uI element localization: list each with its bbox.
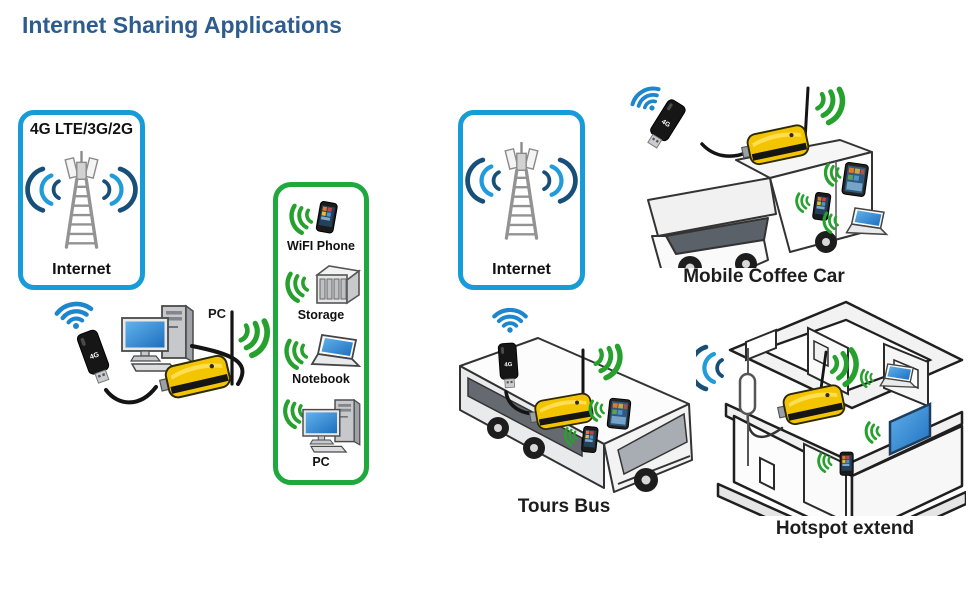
wifi-signal-icon (56, 302, 94, 332)
desktop-pc-icon (279, 396, 361, 453)
wifi-signal-icon (237, 316, 272, 358)
internet-box-4g: 4G LTE/3G/2G Internet (18, 110, 145, 290)
wifi-router-icon (156, 353, 233, 402)
cell-tower-icon (465, 121, 578, 261)
wifi-signal-icon (814, 85, 846, 125)
smartphone-icon (811, 191, 832, 222)
cell-tower-icon (25, 139, 138, 261)
desktop-pc-icon (121, 305, 194, 372)
client-item-pc: PC (279, 396, 363, 469)
internet-label-left: Internet (52, 261, 111, 278)
internet-box-right: Internet (458, 110, 585, 290)
tours-bus-illustration (459, 308, 693, 493)
coffee-car-illustration (627, 82, 888, 268)
network-type-label: 4G LTE/3G/2G (29, 121, 134, 138)
client-devices-box: WiFI Phone Storage Notebook PC (273, 182, 369, 485)
pc-sharing-illustration: PC (40, 296, 275, 405)
smartphone-icon (580, 425, 599, 454)
scene-tours-bus: Tours Bus (446, 308, 708, 520)
tv-icon (888, 402, 932, 456)
client-item-label: Notebook (292, 371, 350, 386)
scene-label: Tours Bus (517, 496, 611, 517)
internet-label-right: Internet (492, 261, 551, 278)
dongle-to-router-cable (104, 385, 158, 405)
client-item-label: WiFI Phone (287, 239, 355, 254)
wifi-router-icon (774, 382, 847, 429)
client-item-wifi-phone: WiFI Phone (279, 198, 363, 253)
client-item-label: PC (312, 454, 330, 469)
usb-dongle-icon (75, 328, 115, 386)
smartphone-icon (839, 451, 854, 476)
pc-wifi-label: PC (208, 306, 227, 321)
nas-storage-icon (279, 265, 360, 307)
scene-hotspot-extend: Hotspot extend (696, 286, 966, 544)
scene-label: Mobile Coffee Car (683, 266, 845, 287)
laptop-icon (279, 333, 360, 371)
client-item-storage: Storage (279, 263, 363, 322)
usb-dongle-icon (643, 97, 688, 151)
scene-mobile-coffee-car: Mobile Coffee Car (618, 82, 910, 292)
smartphone-icon (279, 198, 339, 238)
pc-to-router-cable (190, 344, 245, 386)
wifi-signal-icon (494, 310, 526, 333)
page-title: Internet Sharing Applications (22, 12, 342, 38)
tablet-icon (606, 397, 632, 430)
client-item-label: Storage (297, 308, 345, 323)
house-illustration (696, 300, 966, 516)
client-item-notebook: Notebook (279, 333, 363, 386)
external-antenna-icon (738, 372, 757, 416)
scene-label: Hotspot extend (775, 518, 915, 539)
tablet-icon (841, 161, 870, 198)
